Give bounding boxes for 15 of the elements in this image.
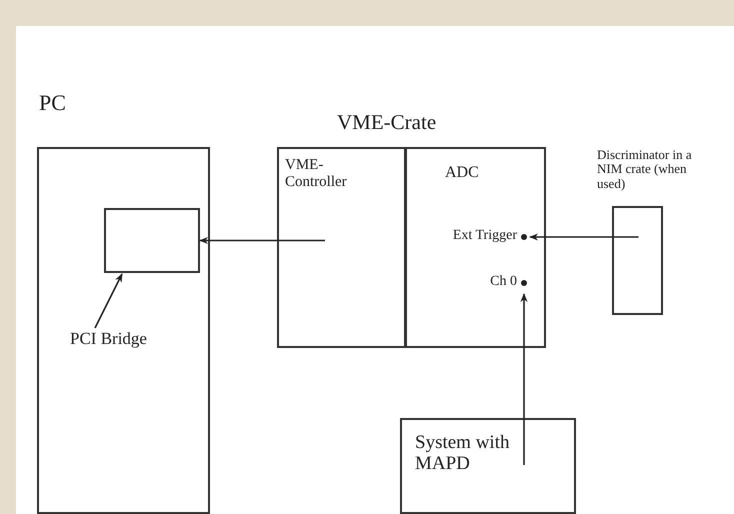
arrow [520,293,528,465]
box-heading: PC [39,91,67,116]
module-label: ADC [445,164,480,182]
box-label: System with MAPD [415,433,510,475]
card-slot-box [104,208,200,273]
component-label: PCI Bridge [70,330,148,349]
arrow [199,236,325,244]
module-label: VME-Controller [285,157,348,190]
box-heading: Discriminator in a NIM crate (when used) [597,148,693,191]
detector-system-box [400,418,576,514]
port-label: Ext Trigger [452,228,517,244]
arrow [529,233,638,241]
port-label: Ch 0 [489,274,517,290]
box-heading: VME-Crate [337,111,438,134]
leader-arrow [94,273,123,328]
